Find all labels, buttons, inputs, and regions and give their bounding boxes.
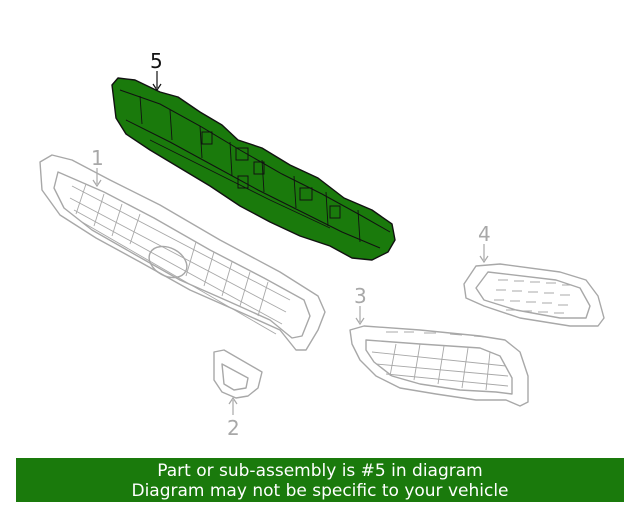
part-3-side-grille[interactable] (349, 325, 529, 407)
leader-3-arrowhead (355, 317, 365, 326)
callout-4[interactable]: 4 (478, 222, 491, 246)
callout-3[interactable]: 3 (354, 284, 367, 308)
leader-5-arrowhead (152, 83, 162, 92)
banner-line-disclaimer: Diagram may not be specific to your vehi… (131, 481, 509, 501)
leader-2-arrowhead (228, 396, 238, 405)
leader-4-arrowhead (479, 255, 489, 264)
callout-2[interactable]: 2 (227, 416, 240, 440)
part-4-grille-slots (494, 279, 572, 314)
part-3-grille-mesh (371, 331, 509, 391)
callout-5[interactable]: 5 (150, 49, 163, 73)
callout-leaders (92, 71, 489, 415)
info-banner: Part or sub-assembly is #5 in diagram Di… (16, 458, 624, 502)
banner-line-part: Part or sub-assembly is #5 in diagram (157, 461, 483, 481)
leader-1-arrowhead (92, 179, 102, 188)
part-5-absorber[interactable] (111, 77, 396, 261)
callout-1[interactable]: 1 (91, 146, 104, 170)
part-1-grille-mesh (69, 183, 291, 335)
part-2-bracket[interactable] (213, 349, 263, 399)
part-4-side-grille[interactable] (463, 263, 605, 327)
